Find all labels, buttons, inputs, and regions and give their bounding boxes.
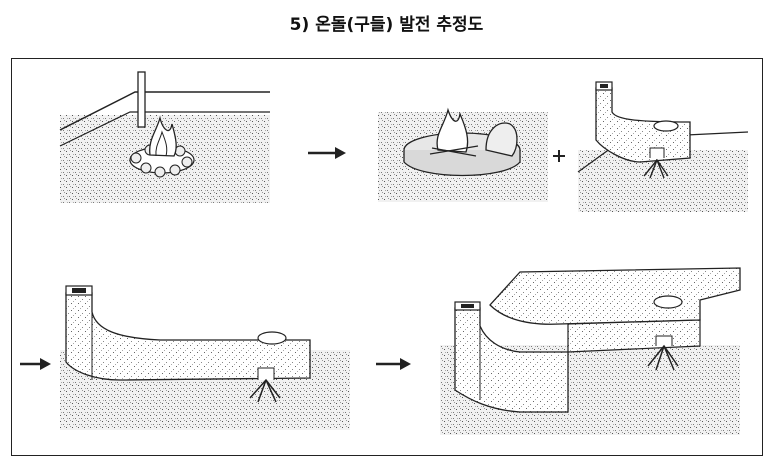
panel-long-gudeul (60, 285, 350, 430)
panel-l-gudeul (440, 267, 741, 435)
plus-sign (553, 150, 565, 162)
short-gudeul-icon (595, 81, 691, 179)
diagram-title: 5) 온돌(구들) 발전 추정도 (289, 15, 484, 35)
panel-open-hearth (59, 71, 270, 203)
campfire-icon (129, 115, 195, 178)
clay-hearth-icon (403, 107, 521, 177)
long-gudeul-icon (65, 285, 311, 403)
arrow-1 (308, 147, 346, 159)
arrow-2 (20, 358, 51, 370)
arrow-3 (376, 358, 411, 370)
l-gudeul-icon (454, 267, 741, 413)
post-icon (137, 71, 146, 128)
panel-enclosed-hearth (378, 107, 548, 202)
panel-short-gudeul (577, 81, 749, 212)
diagram-frame (11, 58, 763, 456)
